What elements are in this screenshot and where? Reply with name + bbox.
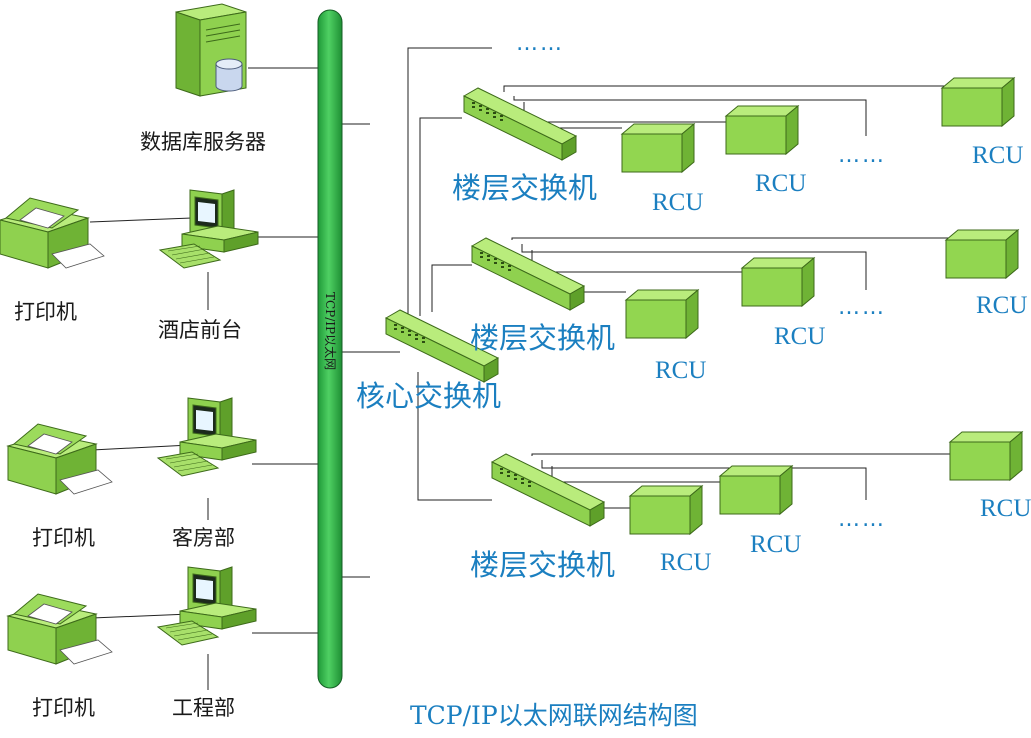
floor-switch-icon bbox=[491, 453, 605, 527]
printer-icon bbox=[7, 423, 113, 495]
rcu-label: RCU bbox=[652, 189, 703, 216]
rcu-icon bbox=[945, 229, 1019, 279]
floor-switch-label: 楼层交换机 bbox=[452, 171, 597, 205]
rcu-icon bbox=[725, 105, 799, 155]
rcu-icon bbox=[941, 77, 1015, 127]
pc-label: 工程部 bbox=[172, 696, 235, 720]
pc-label: 酒店前台 bbox=[158, 318, 242, 342]
floor-switch-icon bbox=[463, 87, 577, 161]
database-server: 数据库服务器 bbox=[140, 3, 266, 154]
rcu-icon bbox=[625, 289, 699, 339]
rcu-label: RCU bbox=[972, 142, 1023, 169]
ellipsis: …… bbox=[838, 143, 886, 168]
pc-label: 客房部 bbox=[172, 526, 235, 550]
core-switch-label: 核心交换机 bbox=[356, 379, 501, 413]
rcu-icon bbox=[621, 123, 695, 173]
bus-label: TCP/IP以太网 bbox=[323, 292, 338, 370]
ellipsis-top: …… bbox=[516, 31, 564, 56]
server-label: 数据库服务器 bbox=[140, 130, 266, 154]
ethernet-bus: TCP/IP以太网 bbox=[317, 9, 343, 689]
floor-group-2: 楼层交换机 RCU RCU …… RCU bbox=[470, 229, 1027, 384]
floor-switch-label: 楼层交换机 bbox=[470, 321, 615, 355]
server-icon bbox=[175, 3, 247, 97]
printer-label: 打印机 bbox=[32, 526, 95, 550]
connection-lines bbox=[89, 47, 960, 690]
printer-icon bbox=[7, 593, 113, 665]
station-housekeeping: 打印机 客房部 bbox=[7, 397, 257, 550]
rcu-label: RCU bbox=[774, 323, 825, 350]
ellipsis: …… bbox=[838, 295, 886, 320]
floor-group-1: 楼层交换机 RCU RCU …… RCU bbox=[452, 77, 1023, 216]
floor-group-3: 楼层交换机 RCU RCU …… RCU bbox=[470, 431, 1031, 582]
desktop-pc-icon bbox=[157, 397, 257, 477]
rcu-label: RCU bbox=[750, 531, 801, 558]
ellipsis: …… bbox=[838, 507, 886, 532]
rcu-label: RCU bbox=[755, 170, 806, 197]
rcu-label: RCU bbox=[655, 357, 706, 384]
rcu-icon bbox=[719, 465, 793, 515]
diagram-title: TCP/IP以太网联网结构图 bbox=[410, 701, 698, 730]
desktop-pc-icon bbox=[159, 189, 259, 269]
floor-switch-icon bbox=[471, 237, 585, 311]
printer-label: 打印机 bbox=[32, 696, 95, 720]
rcu-label: RCU bbox=[660, 549, 711, 576]
rcu-label: RCU bbox=[980, 495, 1031, 522]
printer-icon bbox=[0, 197, 105, 269]
rcu-label: RCU bbox=[976, 292, 1027, 319]
desktop-pc-icon bbox=[157, 566, 257, 646]
station-front-desk: 打印机 酒店前台 bbox=[0, 189, 259, 342]
station-engineering: 打印机 工程部 bbox=[7, 566, 257, 720]
printer-label: 打印机 bbox=[14, 300, 77, 324]
floor-switch-label: 楼层交换机 bbox=[470, 548, 615, 582]
rcu-icon bbox=[629, 485, 703, 535]
core-switch: 核心交换机 bbox=[356, 309, 501, 413]
rcu-icon bbox=[949, 431, 1023, 481]
rcu-icon bbox=[741, 257, 815, 307]
